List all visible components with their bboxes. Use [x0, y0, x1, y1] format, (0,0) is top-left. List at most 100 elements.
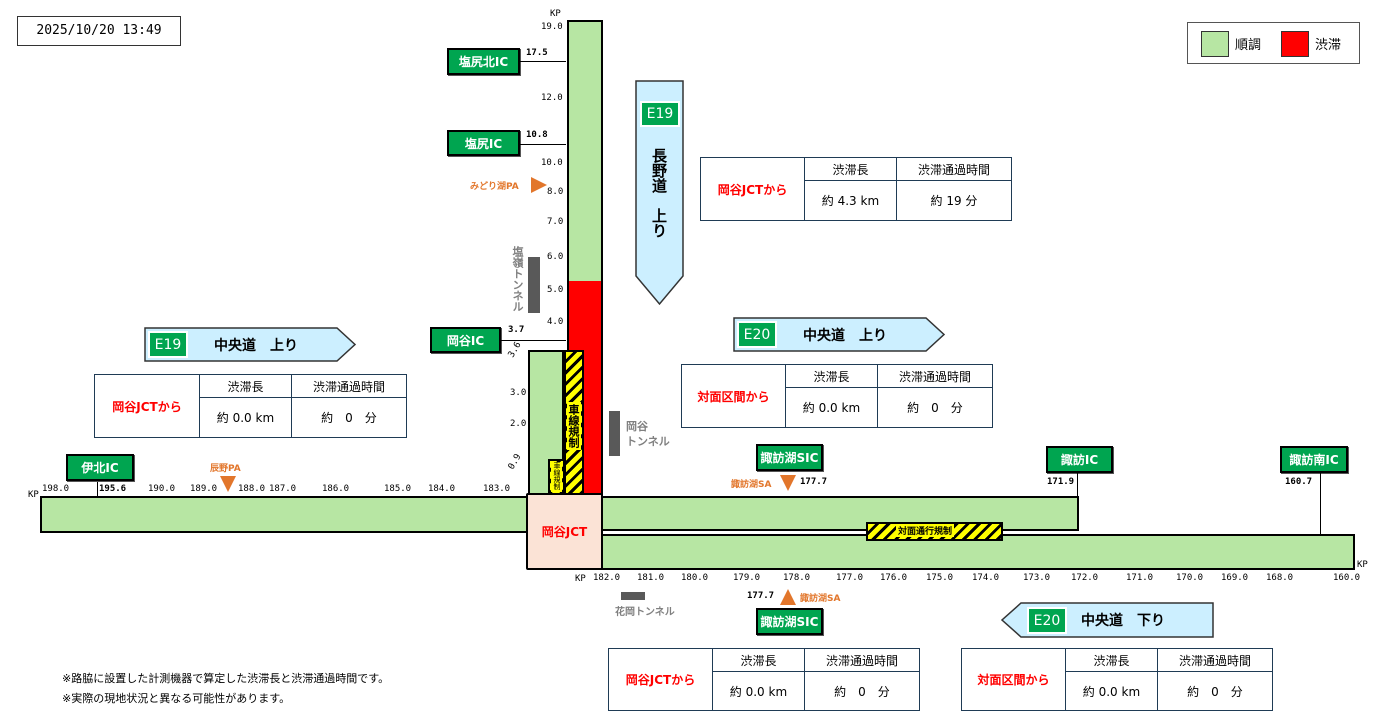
kp-tick: 168.0 [1266, 573, 1294, 583]
hanaoka-tunnel-label: 花岡トンネル [615, 607, 675, 618]
from-label: 岡谷JCTから [608, 648, 713, 711]
time-value: 約 0 分 [290, 397, 408, 438]
e19-chuo-up-label: 中央道 上り [214, 337, 298, 354]
kp-tick-ic: 195.6 [99, 484, 127, 494]
kp-tick: 198.0 [42, 484, 70, 494]
kp-tick: 185.0 [384, 484, 412, 494]
kp-tick: 3.0 [510, 388, 527, 398]
kp-tick: 160.0 [1333, 573, 1361, 583]
sa-kp: 177.7 [747, 591, 775, 601]
kp-tick: 180.0 [681, 573, 709, 583]
sa-triangle-icon [780, 475, 796, 491]
ic-sign-suwa[interactable]: 諏訪IC [1046, 446, 1113, 473]
from-label: 対面区間から [681, 364, 786, 428]
ic-sign-okaya[interactable]: 岡谷IC [430, 327, 501, 353]
two-way-restriction-label: 対面通行規制 [896, 524, 955, 537]
ic-kp: 3.7 [508, 325, 525, 335]
e19-badge: E19 [640, 101, 680, 127]
ic-connector [1077, 473, 1078, 497]
e20-up-arrow: E20 中央道 上り [733, 317, 946, 352]
kp-tick: 172.0 [1071, 573, 1099, 583]
top-kp-label: KP [28, 490, 39, 500]
length-value: 約 0.0 km [712, 671, 805, 711]
okaya-tunnel-label-1: 岡谷 [626, 420, 648, 433]
header-time: 渋滞通過時間 [803, 648, 921, 672]
enrei-tunnel-label: 塩嶺トンネル [511, 246, 524, 312]
header-time: 渋滞通過時間 [290, 374, 408, 398]
chuo-up-road-east [600, 496, 1079, 531]
kp-tick: 6.0 [547, 252, 564, 262]
kp-tick: 7.0 [547, 217, 564, 227]
timestamp: 2025/10/20 13:49 [17, 16, 181, 46]
kp-tick: 187.0 [269, 484, 297, 494]
tunnel-icon [621, 592, 645, 600]
header-length: 渋滞長 [785, 364, 878, 388]
kp-tick-rotated: 0.9 [506, 452, 524, 472]
ic-sign-ikita[interactable]: 伊北IC [66, 454, 134, 481]
kp-tick: 5.0 [547, 285, 564, 295]
ic-connector [520, 144, 566, 145]
e19-nagano-arrow [635, 80, 684, 306]
ic-connector [1320, 473, 1321, 535]
kp-tick: 2.0 [510, 419, 527, 429]
ic-connector [97, 480, 98, 497]
kp-tick: 182.0 [593, 573, 621, 583]
tunnel-icon [528, 257, 540, 313]
kp-tick: 184.0 [428, 484, 456, 494]
header-time: 渋滞通過時間 [1156, 648, 1274, 672]
length-value: 約 4.3 km [804, 180, 897, 221]
e20-up-label: 中央道 上り [803, 327, 887, 344]
ic-sign-suwako-sic[interactable]: 諏訪湖SIC [756, 444, 823, 471]
header-length: 渋滞長 [804, 157, 897, 181]
lane-restriction-small-label: 車線規制 [551, 462, 562, 492]
kp-tick: 4.0 [547, 317, 564, 327]
kp-tick: 183.0 [483, 484, 511, 494]
okaya-jct[interactable]: 岡谷JCT [526, 493, 603, 570]
suwako-sa-label: 諏訪湖SA [731, 480, 772, 490]
header-length: 渋滞長 [1065, 648, 1158, 672]
legend: 順調 渋滞 [1187, 22, 1360, 64]
suwako-sa-label: 諏訪湖SA [800, 594, 841, 604]
note-2: ※実際の現地状況と異なる可能性があります。 [62, 692, 291, 705]
kp-tick: 169.0 [1221, 573, 1249, 583]
from-label: 対面区間から [961, 648, 1066, 711]
length-value: 約 0.0 km [199, 397, 292, 438]
kp-tick: 190.0 [148, 484, 176, 494]
midorico-pa-label: みどり湖PA [470, 182, 519, 192]
pa-triangle-icon [220, 476, 236, 492]
ic-sign-shiojiri-kita[interactable]: 塩尻北IC [447, 48, 520, 75]
bottom-kp-label: KP [575, 574, 586, 584]
header-time: 渋滞通過時間 [895, 157, 1013, 181]
header-length: 渋滞長 [712, 648, 805, 672]
nagano-down-road [528, 350, 564, 495]
from-label: 岡谷JCTから [94, 374, 200, 438]
kp-tick: 173.0 [1023, 573, 1051, 583]
chuo-up-road-west [40, 496, 530, 533]
ic-sign-shiojiri[interactable]: 塩尻IC [447, 130, 520, 156]
vertical-kp-label: KP [550, 9, 561, 19]
length-value: 約 0.0 km [785, 387, 878, 428]
kp-tick: 188.0 [238, 484, 266, 494]
kp-tick: 12.0 [541, 93, 563, 103]
ic-sign-suwa-minami[interactable]: 諏訪南IC [1280, 446, 1348, 473]
tunnel-icon [609, 411, 620, 456]
e20-down-arrow: E20 中央道 下り [1001, 602, 1215, 638]
ic-kp: 17.5 [526, 48, 548, 58]
legend-smooth-swatch [1201, 31, 1229, 57]
legend-congested-label: 渋滞 [1315, 38, 1342, 53]
e19-chuo-up-arrow: E19 中央道 上り [144, 327, 357, 362]
time-value: 約 0 分 [803, 671, 921, 711]
ic-kp: 160.7 [1285, 477, 1313, 487]
bottom-kp-label-right: KP [1357, 560, 1368, 570]
e20-badge: E20 [1027, 607, 1067, 634]
kp-tick: 175.0 [926, 573, 954, 583]
time-value: 約 0 分 [1156, 671, 1274, 711]
e20-badge: E20 [737, 321, 777, 348]
length-value: 約 0.0 km [1065, 671, 1158, 711]
kp-tick: 177.0 [836, 573, 864, 583]
ic-sign-suwako-sic-down[interactable]: 諏訪湖SIC [756, 608, 823, 635]
